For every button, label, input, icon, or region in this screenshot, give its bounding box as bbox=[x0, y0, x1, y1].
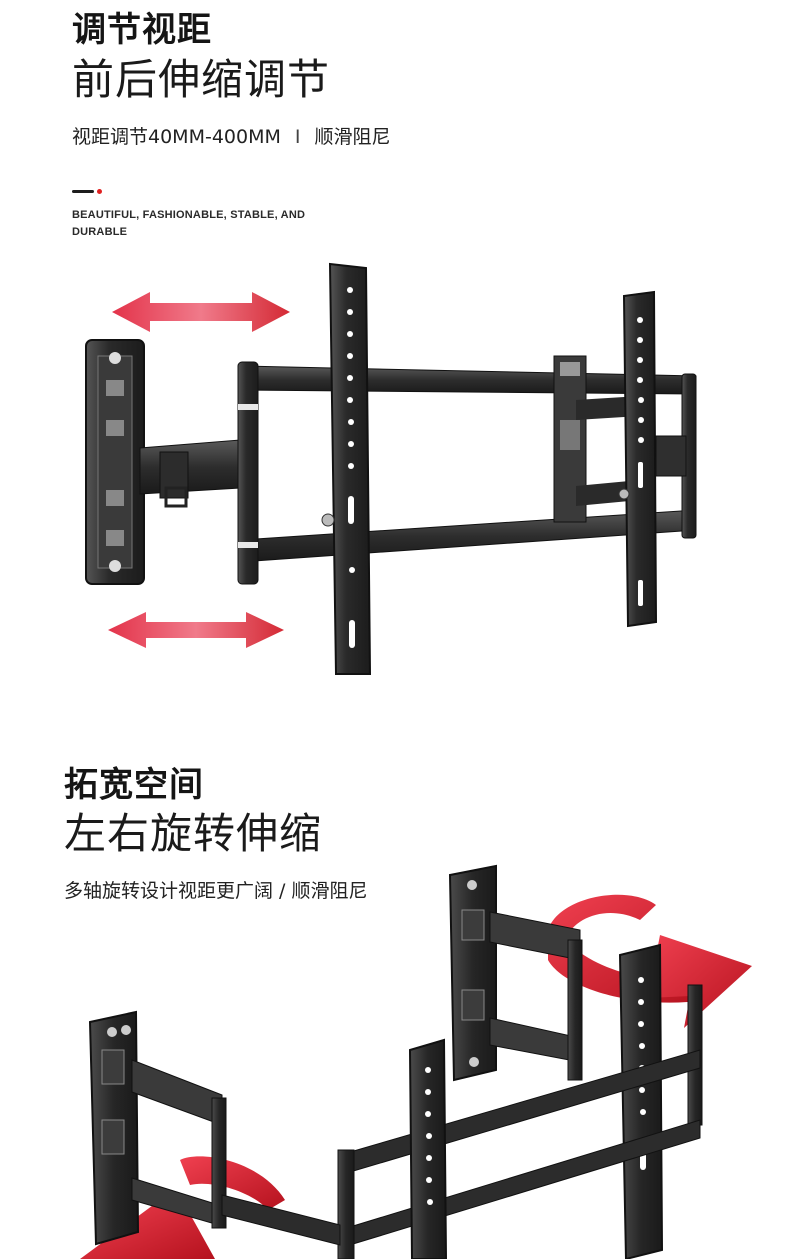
rear-bracket-right bbox=[553, 355, 687, 523]
section1-spec-left: 视距调节40MM-400MM bbox=[72, 126, 281, 148]
wall-plate-left bbox=[85, 339, 145, 585]
section2-subheading: 左右旋转伸缩 bbox=[64, 809, 323, 858]
dash-bar bbox=[72, 190, 94, 193]
vertical-tv-arm-right bbox=[618, 290, 658, 628]
section1-subheading: 前后伸缩调节 bbox=[72, 55, 331, 104]
section1-heading: 调节视距 bbox=[72, 10, 212, 50]
red-dot bbox=[97, 189, 102, 194]
double-arrow-bottom-icon bbox=[108, 612, 284, 648]
mount-illustration-front bbox=[85, 262, 697, 675]
dash-dot-mark bbox=[72, 188, 106, 194]
vertical-tv-arm-upper-right bbox=[618, 943, 703, 1259]
section2-spec-line: 多轴旋转设计视距更广阔 / 顺滑阻尼 bbox=[64, 880, 368, 902]
wall-plate-lower bbox=[88, 1010, 341, 1246]
vertical-tv-arm-middle bbox=[408, 1038, 448, 1259]
spec-separator: I bbox=[294, 126, 301, 148]
section1-spec-right: 顺滑阻尼 bbox=[314, 126, 391, 148]
double-arrow-top-icon bbox=[112, 292, 290, 332]
section1-spec-line: 视距调节40MM-400MM I 顺滑阻尼 bbox=[72, 122, 391, 149]
wall-plate-upper bbox=[448, 864, 583, 1082]
swing-arm-left bbox=[139, 439, 241, 508]
tagline-en: BEAUTIFUL, FASHIONABLE, STABLE, AND DURA… bbox=[72, 209, 306, 238]
section2-heading: 拓宽空间 bbox=[64, 765, 204, 805]
rotate-arrow-top-icon bbox=[548, 894, 752, 1028]
rotate-arrow-bottom-icon bbox=[80, 1156, 285, 1259]
vertical-tv-arm-left bbox=[321, 262, 372, 675]
